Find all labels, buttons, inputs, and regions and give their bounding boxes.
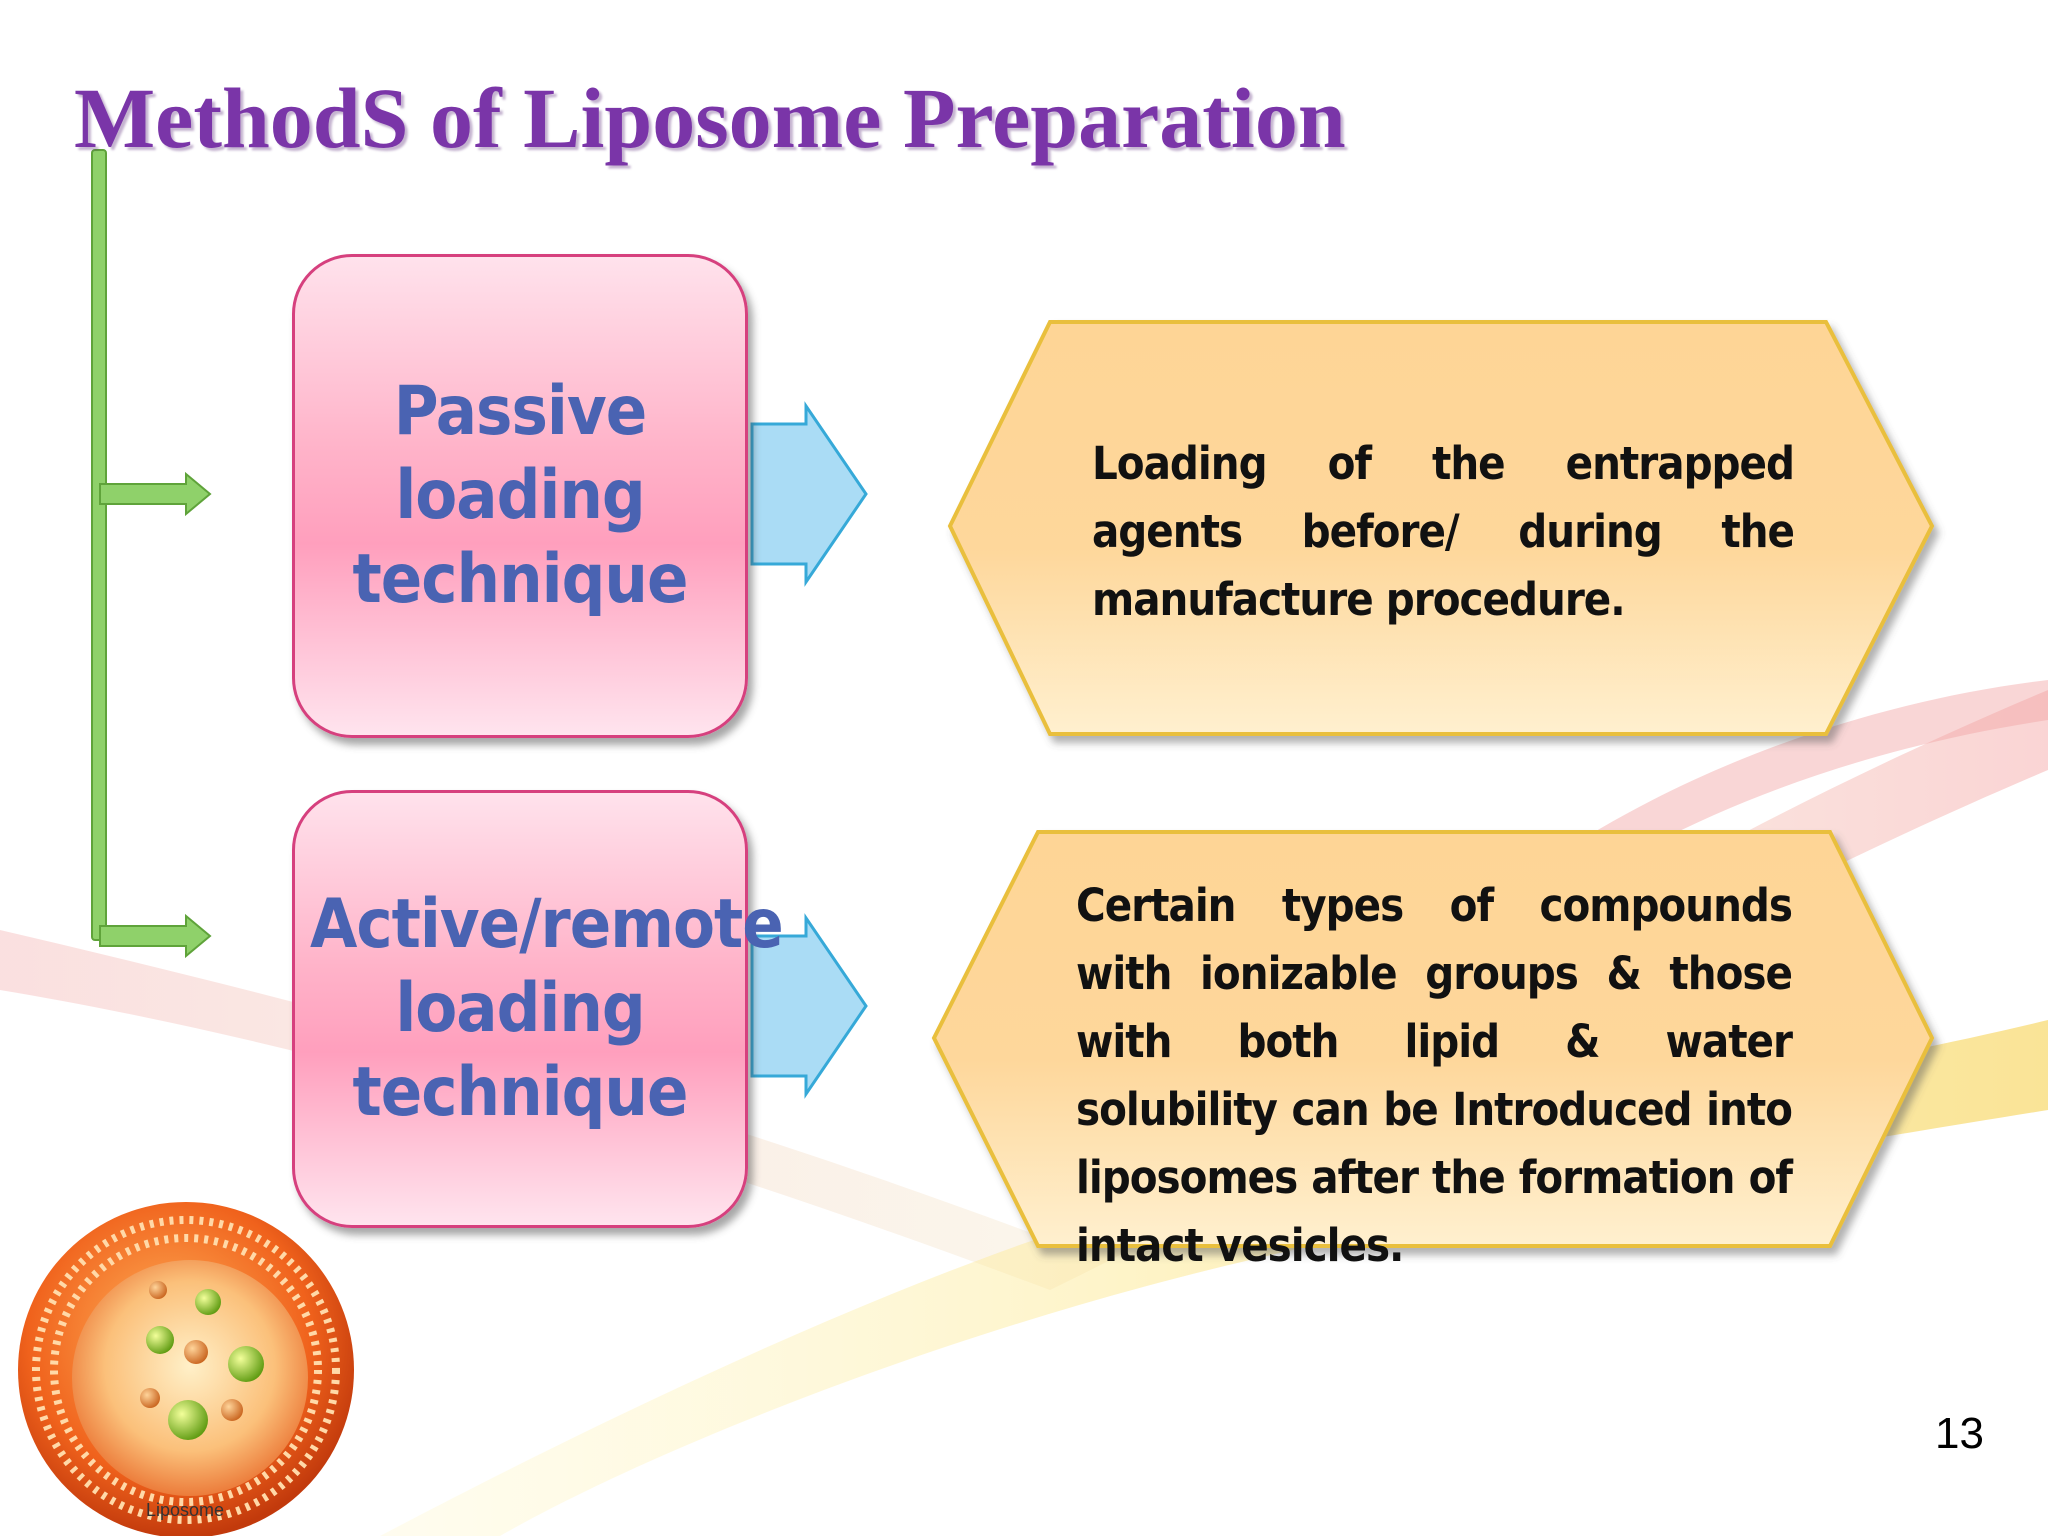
description-active: Certain types of compounds with ionizabl… — [1076, 879, 1793, 1272]
method-label-passive: Passive loading technique — [352, 372, 689, 619]
page-number: 13 — [1935, 1409, 1984, 1458]
hexagon-active — [931, 830, 1935, 1248]
connector-arrow-top — [99, 471, 212, 517]
flow-arrow-active — [750, 913, 868, 1099]
hexagon-passive — [947, 320, 1935, 736]
method-box-active: Active/remote loading technique — [292, 790, 784, 1228]
method-label-active: Active/remote loading technique — [310, 885, 784, 1132]
liposome-caption: Liposome — [146, 1500, 225, 1520]
connector-arrow-bottom — [99, 913, 212, 959]
description-passive: Loading of the entrapped agents before/ … — [1092, 437, 1795, 626]
slide-title: MethodS of Liposome Preparation — [74, 70, 1346, 166]
flow-arrow-passive — [750, 401, 868, 587]
method-box-passive: Passive loading technique — [292, 254, 748, 738]
